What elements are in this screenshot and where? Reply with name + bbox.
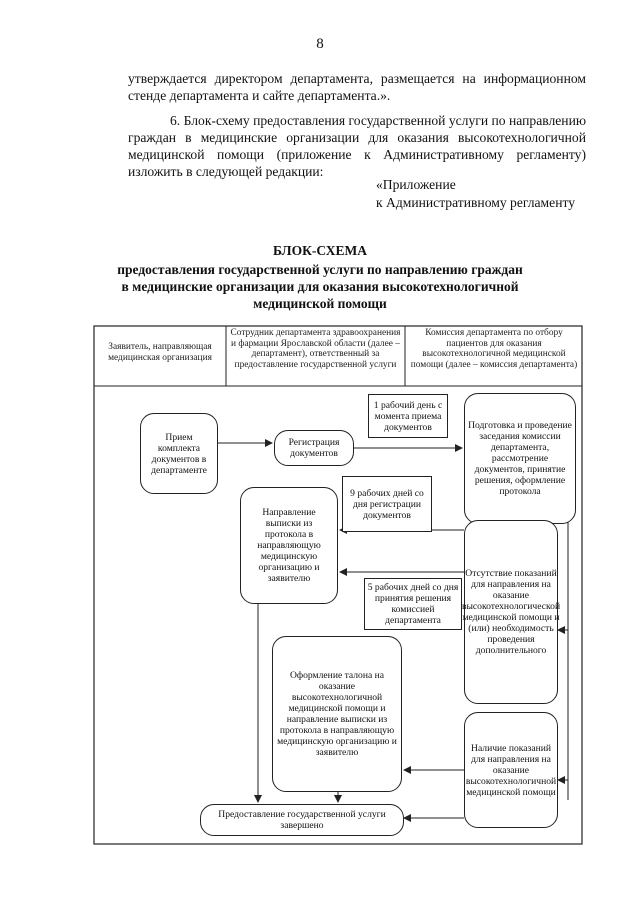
note-one-day: 1 рабочий день с момента приема документ… bbox=[368, 394, 448, 438]
coupon-box: Оформление талона на оказание высокотехн… bbox=[272, 636, 402, 792]
column-header-applicant: Заявитель, направляющая медицинская орга… bbox=[108, 342, 212, 363]
appendix-line-2: к Административному регламенту bbox=[376, 195, 576, 210]
diagram-title: БЛОК-СХЕМА bbox=[272, 243, 368, 258]
paragraph-amendment: 6. Блок-схему предоставления государстве… bbox=[128, 113, 586, 179]
service-complete-box: Предоставление государственной услуги за… bbox=[200, 804, 404, 836]
paragraph-continuation: утверждается директором департамента, ра… bbox=[128, 71, 586, 103]
column-header-employee: Сотрудник департамента здравоохранения и… bbox=[230, 328, 401, 370]
receive-documents-box: Прием комплекта документов в департамент… bbox=[140, 413, 218, 494]
page-number: 8 bbox=[316, 36, 324, 52]
diagram-subtitle-1: предоставления государственной услуги по… bbox=[117, 262, 523, 277]
diagram-subtitle-3: медицинской помощи bbox=[253, 296, 387, 311]
column-header-commission: Комиссия департамента по отбору пациенто… bbox=[410, 328, 578, 370]
note-nine-days: 9 рабочих дней со дня регистрации докуме… bbox=[342, 476, 432, 532]
register-documents-box: Регистрация документов bbox=[274, 430, 354, 466]
send-extract-box: Направление выписки из протокола в напра… bbox=[240, 487, 338, 604]
indications-box: Наличие показаний для направления на ока… bbox=[464, 712, 558, 828]
commission-meeting-box: Подготовка и проведение заседания комисс… bbox=[464, 393, 576, 524]
no-indications-box: Отсутствие показаний для направления на … bbox=[462, 520, 560, 704]
diagram-subtitle-2: в медицинские организации для оказания в… bbox=[121, 279, 519, 294]
appendix-line-1: «Приложение bbox=[376, 177, 456, 192]
note-five-days: 5 рабочих дней со дня принятия решения к… bbox=[364, 578, 462, 630]
